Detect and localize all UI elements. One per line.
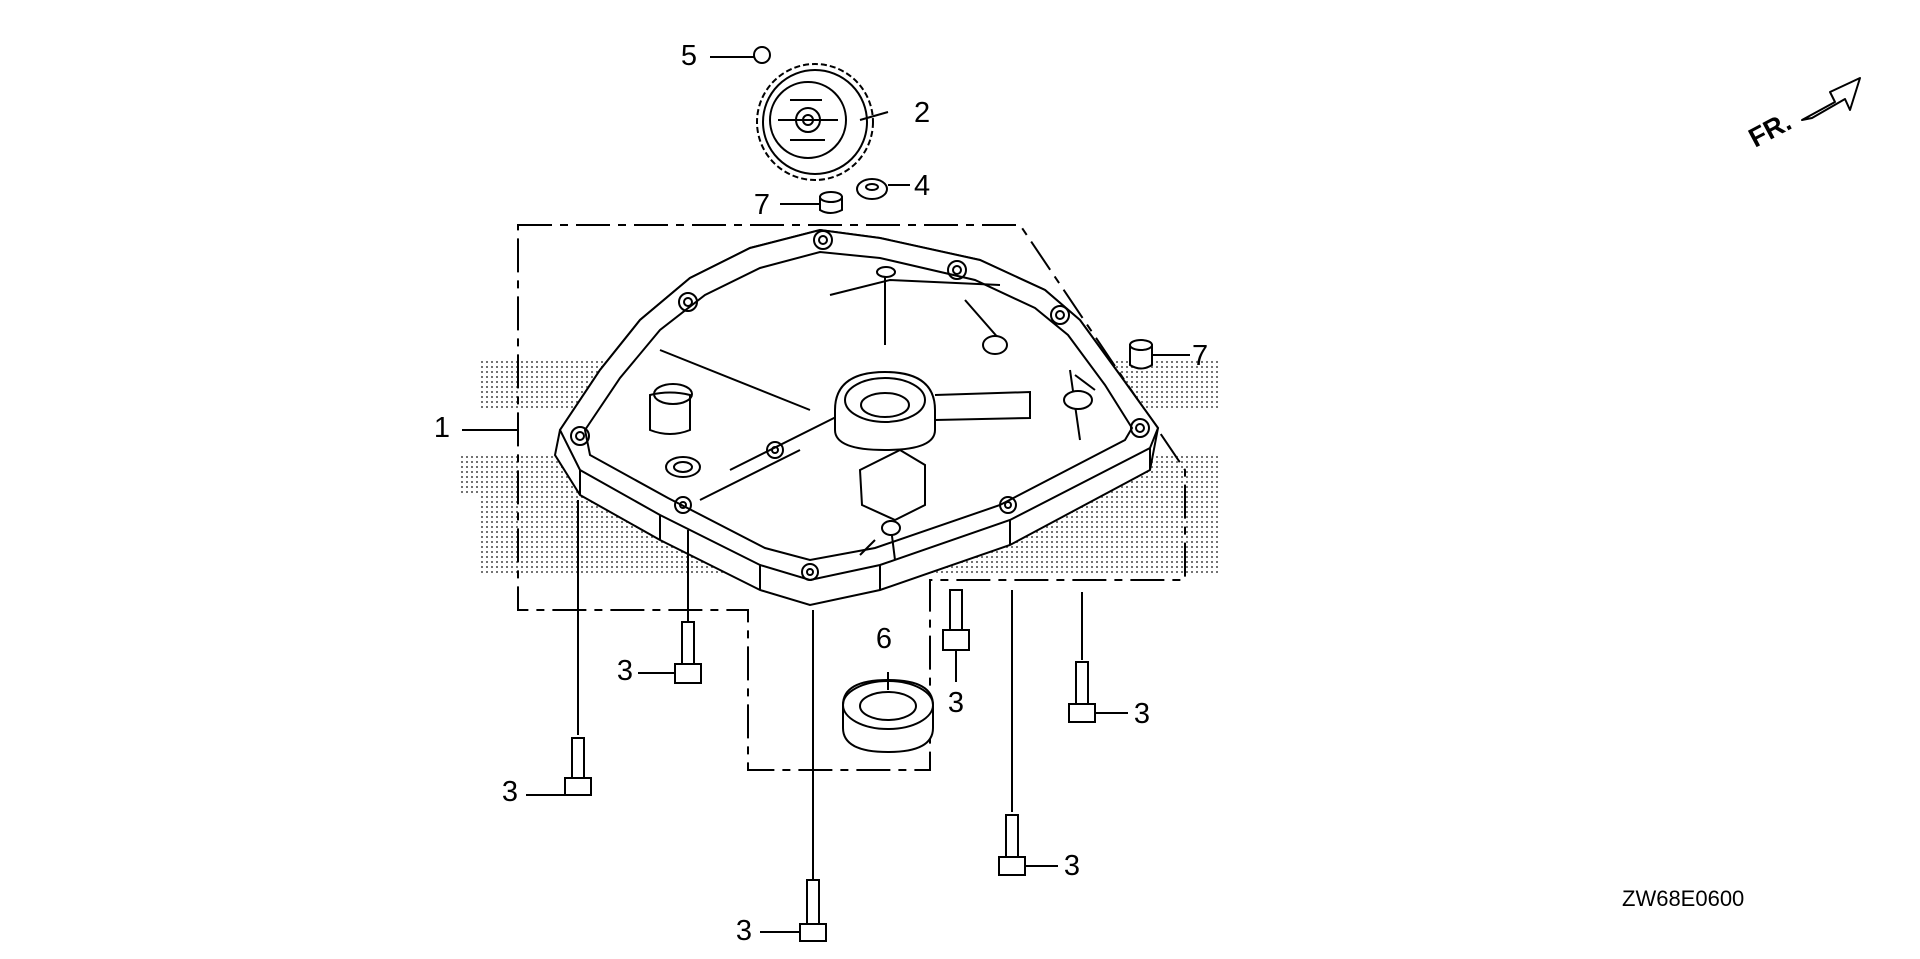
front-indicator-label: FR.: [1744, 106, 1796, 153]
dowel-pin-part-7-right: [1129, 339, 1190, 370]
callout-3-left: 3: [617, 655, 633, 687]
kit-outline: [517, 224, 1186, 771]
callout-3-far-left: 3: [502, 776, 518, 808]
callout-7-top: 7: [754, 189, 770, 221]
callout-3-right: 3: [1134, 698, 1150, 730]
governor-gear-part-2: [756, 63, 889, 181]
bolt-part-3-center: [942, 589, 970, 682]
washer-part-4: [856, 178, 910, 200]
callout-3-right-low: 3: [1064, 850, 1080, 882]
callout-5: 5: [681, 40, 697, 72]
callout-3-bottom: 3: [736, 915, 752, 947]
bolt-part-3-bottom: [760, 879, 827, 942]
bolt-part-3-left: [638, 530, 702, 684]
callout-3-center: 3: [948, 687, 964, 719]
callout-6: 6: [876, 623, 892, 655]
oil-pan: [553, 228, 1160, 607]
dowel-pin-part-7-top: [780, 191, 843, 214]
callout-2: 2: [914, 97, 930, 129]
clip-part-5: [710, 46, 771, 64]
callout-4: 4: [914, 170, 930, 202]
bolt-part-3-right: [1068, 592, 1128, 723]
bolt-part-3-right-low: [998, 590, 1058, 876]
front-arrow-icon: [1801, 77, 1861, 121]
drawing-code: ZW68E0600: [1622, 886, 1744, 911]
callout-1: 1: [434, 412, 450, 444]
bolt-part-3-far-left: [526, 500, 592, 796]
callout-7-right: 7: [1192, 340, 1208, 372]
oil-seal-part-6: [842, 672, 934, 754]
